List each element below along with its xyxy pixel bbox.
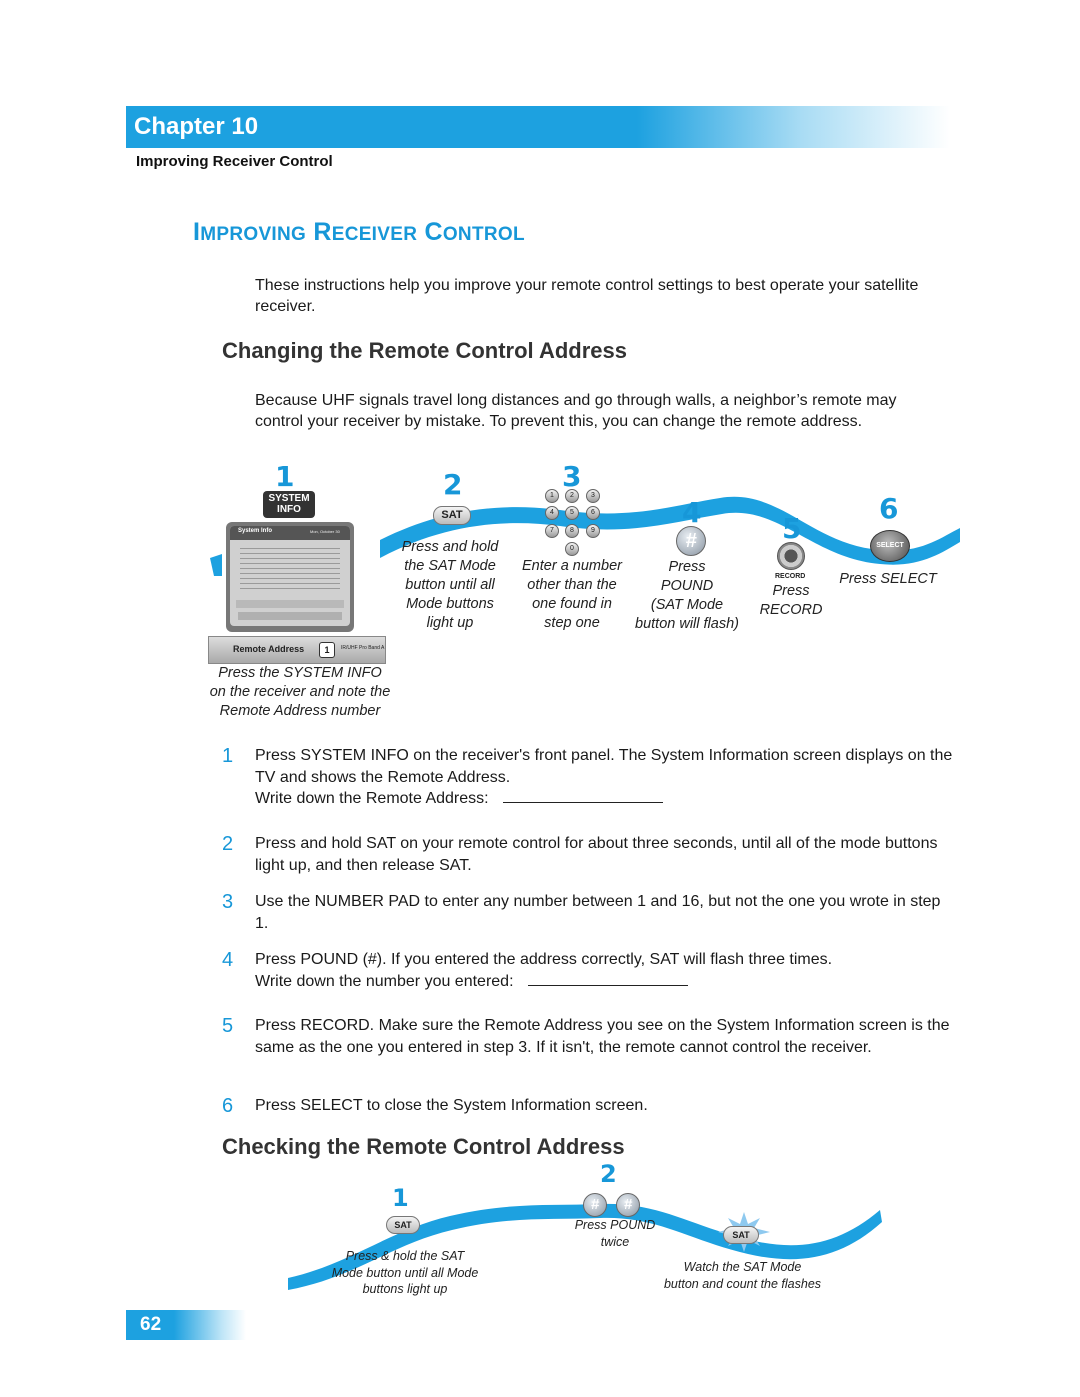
figure1-step4-number: 4 — [682, 496, 702, 529]
system-info-button[interactable]: SYSTEM INFO — [263, 491, 315, 518]
intro-paragraph: These instructions help you improve your… — [255, 277, 919, 315]
step-number-2: 2 — [222, 833, 234, 855]
key-8[interactable]: 8 — [565, 524, 579, 538]
figure1-step6-number: 6 — [879, 492, 899, 525]
screen-date: Mon, October 30 — [310, 529, 340, 534]
sat-mode-button[interactable]: SAT — [433, 506, 471, 525]
remote-address-blank[interactable] — [502, 788, 663, 803]
key-5[interactable]: 5 — [565, 506, 579, 520]
key-9[interactable]: 9 — [586, 524, 600, 538]
checking-heading: Checking the Remote Control Address — [222, 1134, 625, 1159]
step-text-2: Press and hold SAT on your remote contro… — [255, 835, 938, 874]
changing-heading: Changing the Remote Control Address — [222, 338, 627, 363]
select-button[interactable]: SELECT — [870, 530, 910, 562]
key-3[interactable]: 3 — [586, 489, 600, 503]
record-button[interactable] — [777, 542, 805, 570]
page-title: IMPROVING RECEIVER CONTROL — [193, 218, 525, 246]
check-pound-button-2[interactable]: # — [616, 1193, 640, 1217]
changing-paragraph: Because UHF signals travel long distance… — [255, 392, 897, 430]
flashing-sat-button[interactable]: SAT — [723, 1226, 759, 1244]
key-0[interactable]: 0 — [565, 542, 579, 556]
caption-step6: Press SELECT — [839, 571, 937, 587]
figure1-step2-number: 2 — [443, 468, 463, 501]
chapter-title: Chapter 10 — [134, 113, 259, 140]
key-4[interactable]: 4 — [545, 506, 559, 520]
step-number-4: 4 — [222, 949, 234, 971]
screen-title: System Info — [238, 528, 273, 534]
figure2-step1-number: 1 — [392, 1184, 409, 1212]
step-extra-4: Write down the number you entered: — [255, 971, 688, 993]
step-text-1: Press SYSTEM INFO on the receiver's fron… — [255, 747, 953, 786]
section-breadcrumb: Improving Receiver Control — [136, 153, 333, 170]
record-button-label: RECORD — [775, 573, 806, 580]
figure1-step3-number: 3 — [562, 460, 582, 493]
remote-address-strip: Remote Address 1 IR/UHF Pro Band A — [208, 636, 386, 664]
step-text-4: Press POUND (#). If you entered the addr… — [255, 951, 833, 968]
check-pound-button-1[interactable]: # — [583, 1193, 607, 1217]
figure1-step1-number: 1 — [275, 460, 295, 493]
figure-change-address: 1 2 3 4 5 6 SYSTEM INFO System Info Mon,… — [200, 458, 960, 728]
key-6[interactable]: 6 — [586, 506, 600, 520]
key-2[interactable]: 2 — [565, 489, 579, 503]
figure2-step2-number: 2 — [600, 1160, 617, 1188]
pound-button[interactable]: # — [676, 526, 706, 556]
page-number-banner — [126, 1310, 246, 1340]
step-number-3: 3 — [222, 891, 234, 913]
check-sat-button[interactable]: SAT — [386, 1216, 420, 1234]
wave-band-2 — [288, 1203, 882, 1290]
step-text-5: Press RECORD. Make sure the Remote Addre… — [255, 1017, 950, 1056]
figure1-step5-number: 5 — [782, 512, 802, 545]
key-1[interactable]: 1 — [545, 489, 559, 503]
step-extra-1: Write down the Remote Address: — [255, 788, 663, 810]
chapter-banner — [126, 106, 950, 148]
step-number-1: 1 — [222, 745, 234, 767]
step-number-5: 5 — [222, 1015, 234, 1037]
step-text-3: Use the NUMBER PAD to enter any number b… — [255, 893, 941, 932]
step-text-6: Press SELECT to close the System Informa… — [255, 1097, 648, 1114]
step-number-6: 6 — [222, 1095, 234, 1117]
key-7[interactable]: 7 — [545, 524, 559, 538]
tv-screen: System Info Mon, October 30 — [226, 522, 354, 632]
page-number: 62 — [140, 1314, 162, 1335]
entered-number-blank[interactable] — [527, 971, 688, 986]
wave-band — [210, 496, 960, 576]
